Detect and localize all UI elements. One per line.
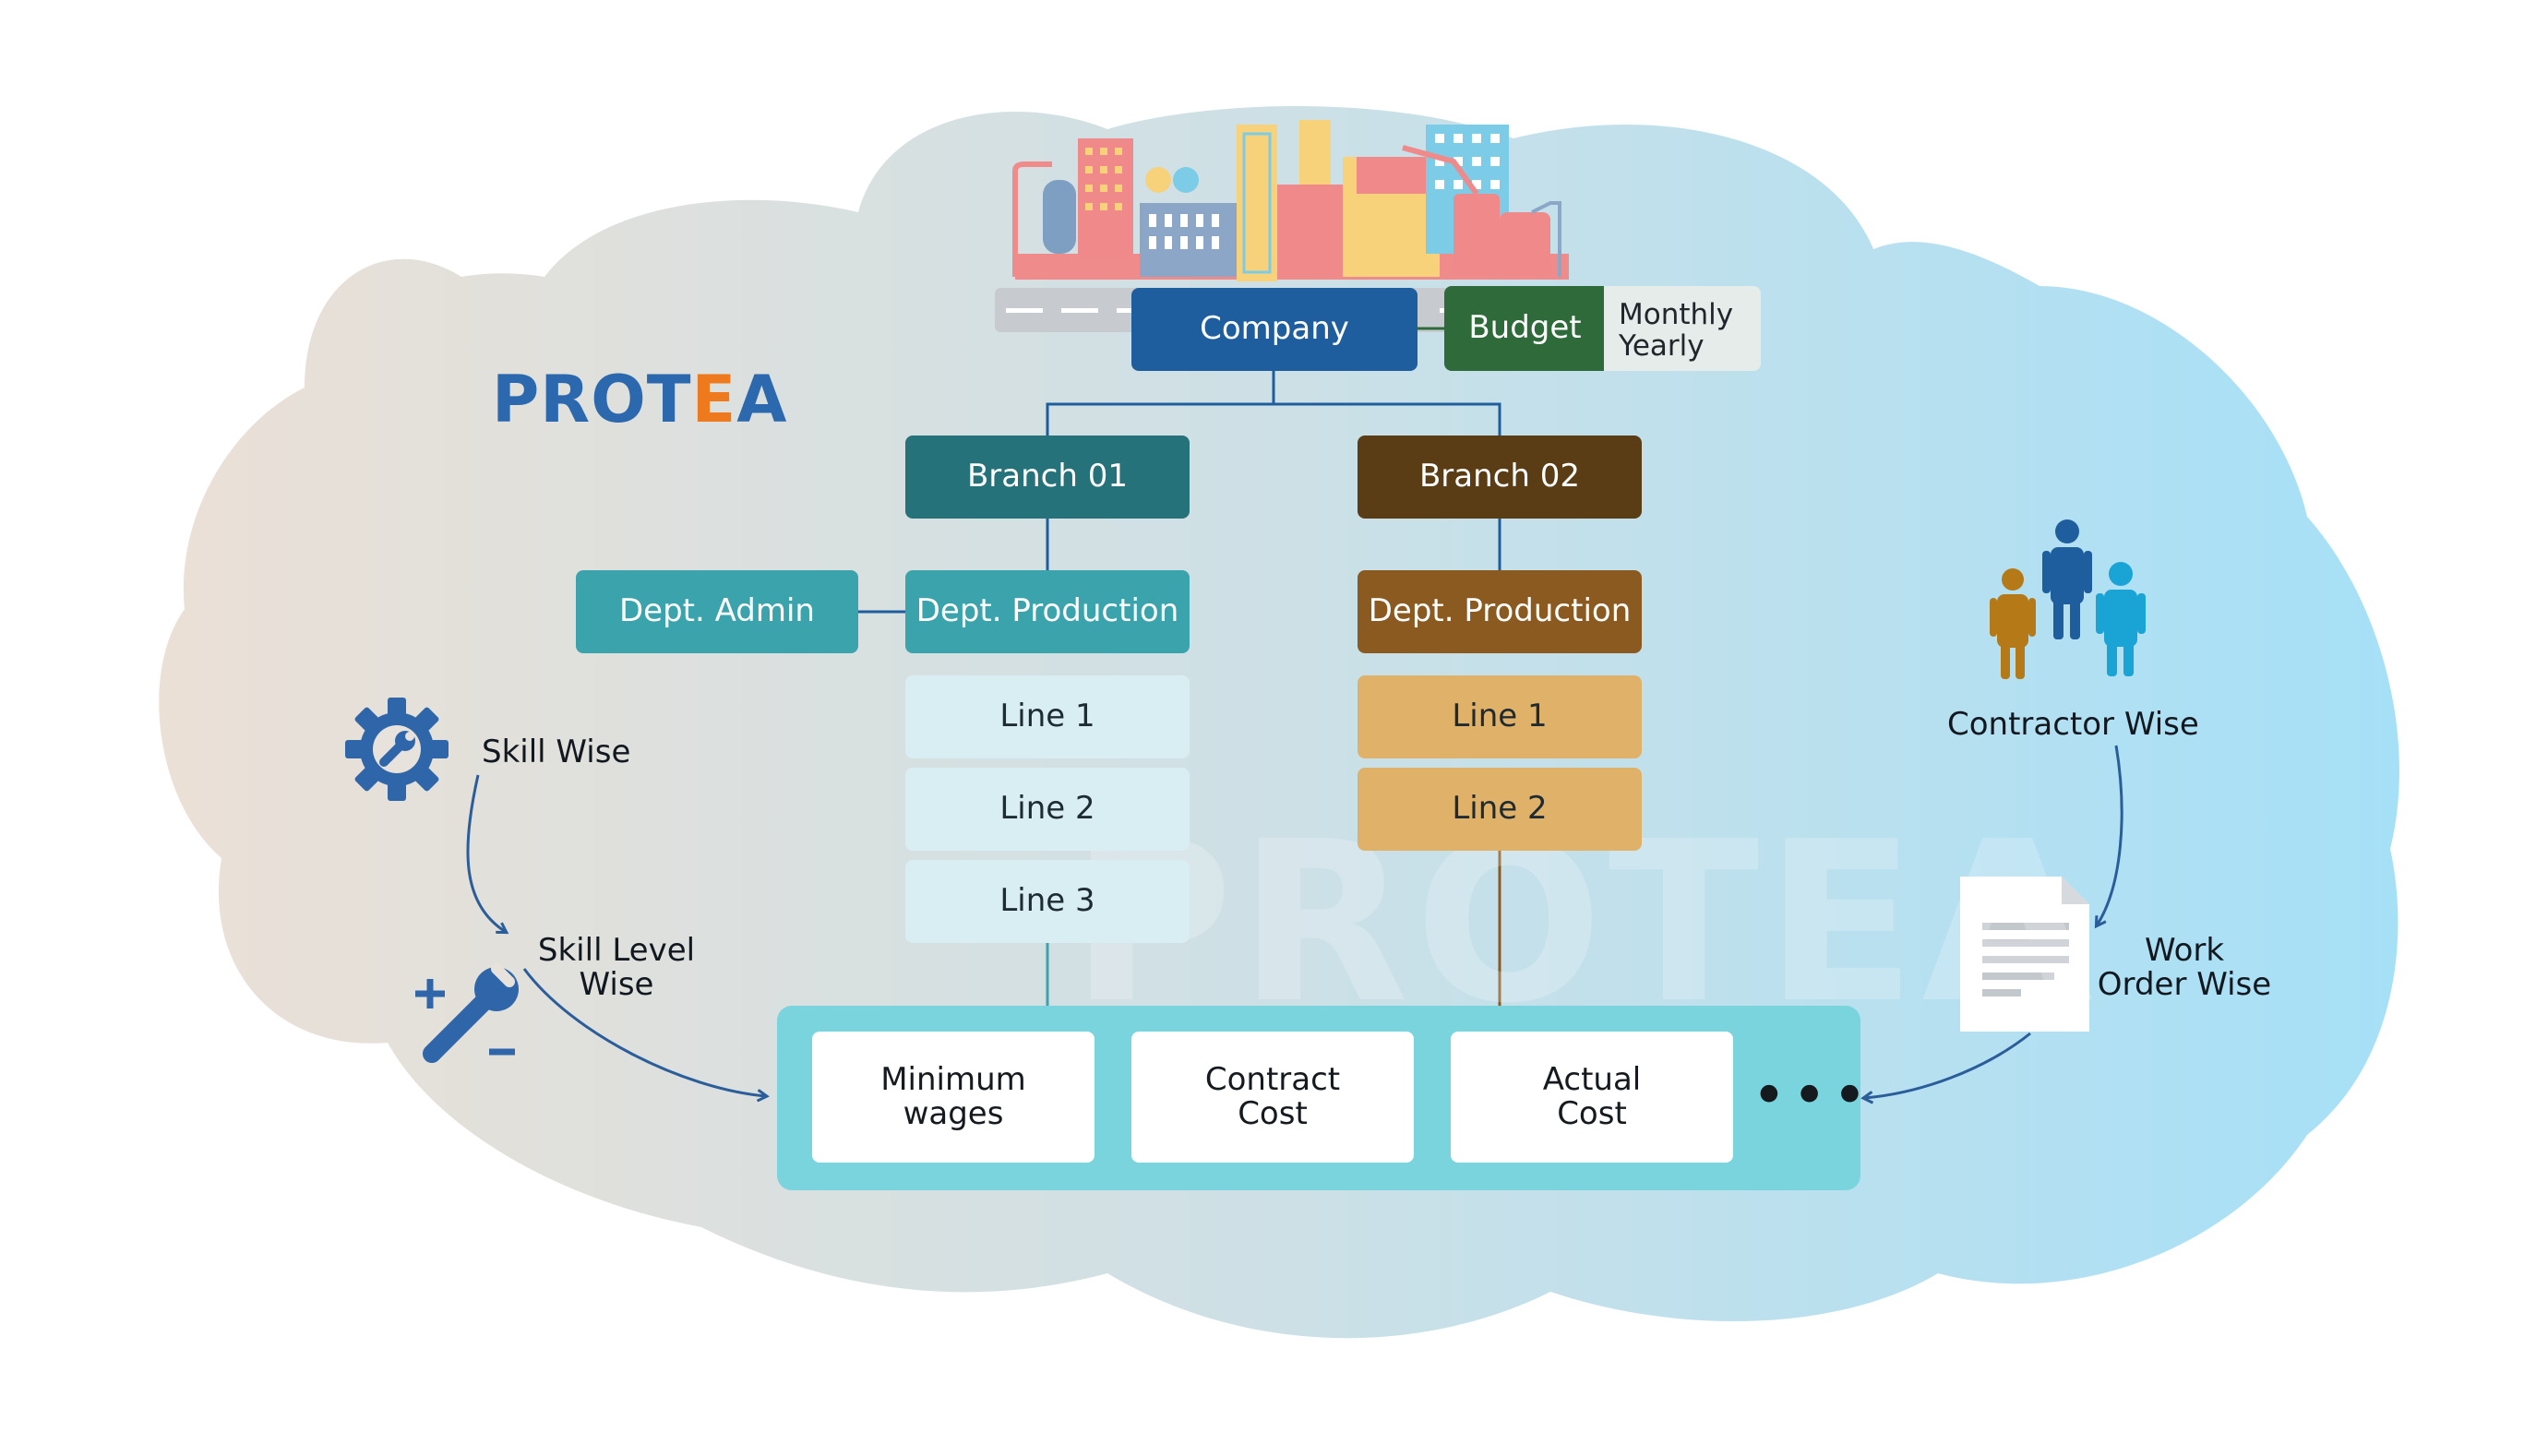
budget-periods: Monthly Yearly — [1604, 286, 1761, 371]
branch-01-line-2: Line 2 — [905, 768, 1190, 851]
more-costs-ellipsis: ••• — [1752, 1062, 1873, 1130]
budget-node: Budget — [1444, 286, 1606, 371]
contractor-wise-label: Contractor Wise — [1947, 706, 2199, 743]
arrow-skill-to-level — [466, 774, 506, 932]
branch-01-node: Branch 01 — [905, 436, 1190, 519]
branch-01-line-1: Line 1 — [905, 675, 1190, 758]
skill-level-wise-label: Skill Level Wise — [533, 932, 700, 1004]
work-order-wise-line1: Work — [2144, 932, 2225, 969]
skill-wise-label: Skill Wise — [482, 734, 631, 770]
cost-minimum-wages-line2: wages — [903, 1095, 1004, 1132]
skill-level-wise-line2: Wise — [579, 966, 654, 1004]
cost-contract-line2: Cost — [1238, 1095, 1308, 1132]
branch-02-line-1: Line 1 — [1358, 675, 1642, 758]
people-group-icon — [1990, 519, 2146, 679]
branch-02-node: Branch 02 — [1358, 436, 1642, 519]
org-connectors — [856, 327, 1501, 1006]
branch-02-line-2: Line 2 — [1358, 768, 1642, 851]
company-node: Company — [1131, 288, 1418, 371]
brand-logo: PROTEA — [492, 362, 788, 437]
work-order-wise-line2: Order Wise — [2097, 966, 2272, 1004]
arrow-contractor-to-workorder — [2097, 745, 2123, 925]
arrow-level-to-costs — [522, 968, 766, 1096]
branch-01-dept-production: Dept. Production — [905, 570, 1190, 653]
budget-period-yearly: Yearly — [1619, 329, 1705, 364]
arrow-workorder-to-costs — [1864, 1032, 2031, 1098]
branch-01-line-3: Line 3 — [905, 860, 1190, 943]
cost-actual-line1: Actual — [1542, 1060, 1642, 1098]
wrench-plus-minus-icon — [415, 963, 519, 1063]
flow-arrows — [466, 745, 2123, 1098]
gear-wrench-icon — [345, 698, 449, 801]
work-order-wise-label: Work Order Wise — [2087, 932, 2281, 1004]
skill-level-wise-line1: Skill Level — [537, 932, 696, 969]
cost-actual-line2: Cost — [1557, 1095, 1627, 1132]
cost-minimum-wages-line1: Minimum — [880, 1060, 1026, 1098]
budget-period-monthly: Monthly — [1619, 298, 1734, 331]
dept-admin-node: Dept. Admin — [576, 570, 858, 653]
cost-contract-line1: Contract — [1204, 1060, 1341, 1098]
branch-02-dept-production: Dept. Production — [1358, 570, 1642, 653]
document-icon — [1960, 877, 2089, 1032]
